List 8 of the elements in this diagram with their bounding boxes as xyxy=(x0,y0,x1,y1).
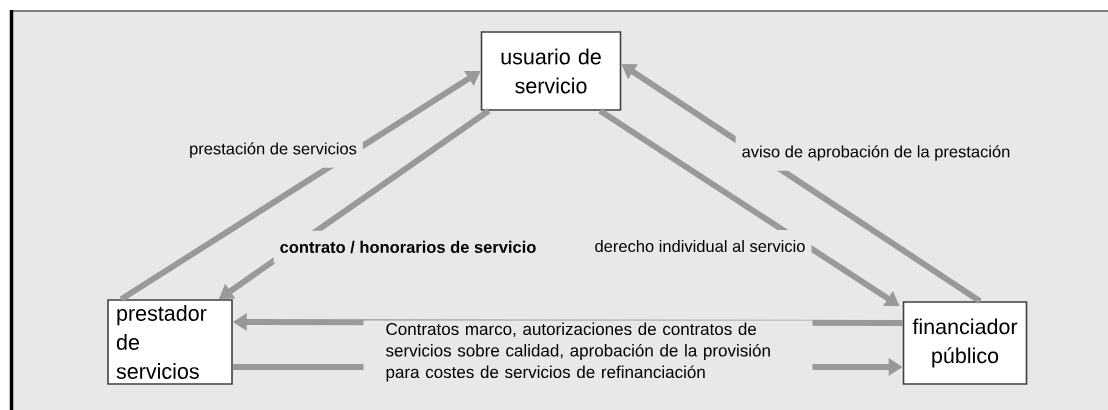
edge-label: aviso de aprobación de la prestación xyxy=(735,135,1017,171)
edge-label: derecho individual al servicio xyxy=(588,229,812,263)
edge-label: prestación de servicios xyxy=(183,132,363,168)
note-text: Contratos marco, autorizaciones de contratos de servicios sobre calidad, aprobación de la provisión para costes de servicios de refinanciación xyxy=(363,320,813,384)
process-box: financiador público xyxy=(902,301,1028,385)
edge-label: contrato / honorarios de servicio xyxy=(273,230,543,264)
process-box: usuario de servicio xyxy=(480,31,622,111)
process-box: prestador de servicios xyxy=(107,299,233,385)
